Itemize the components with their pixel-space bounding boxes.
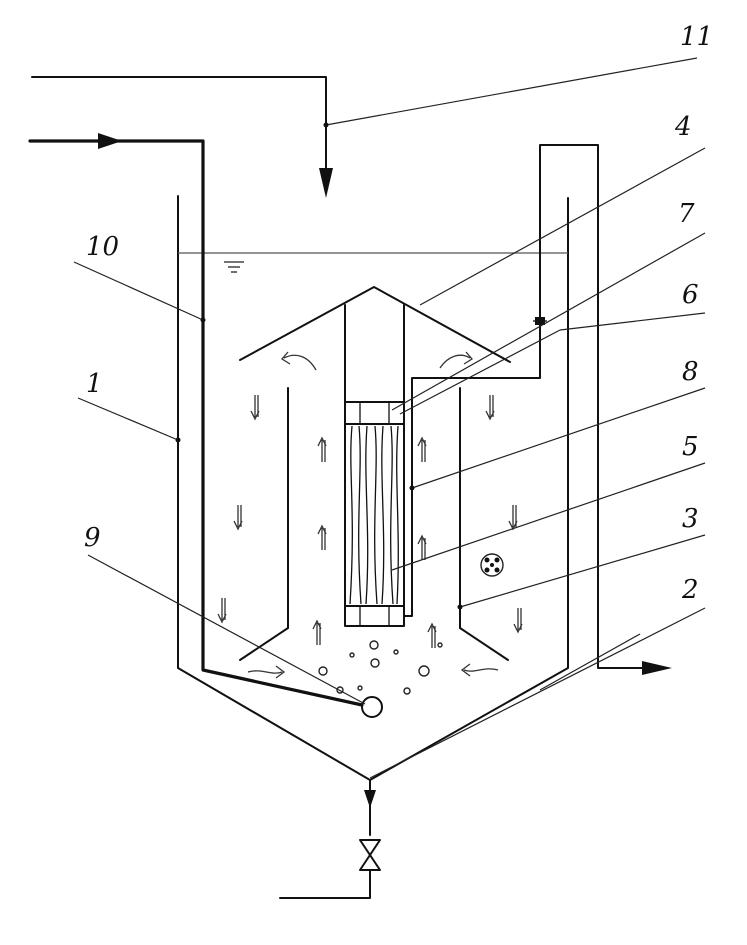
central-riser [344, 304, 405, 619]
flow-arrows [217, 351, 523, 679]
membrane-module [344, 401, 405, 627]
label-7: 7 [678, 199, 695, 229]
label-10: 10 [86, 232, 119, 262]
aeration-pipe [28, 133, 364, 707]
label-6: 6 [682, 280, 699, 310]
water-surface [178, 252, 568, 273]
effluent-pipe [403, 144, 672, 675]
flow-meter [533, 317, 547, 325]
label-3: 3 [682, 504, 699, 534]
label-2: 2 [681, 575, 699, 605]
leader-lines [73, 57, 706, 779]
drain [279, 779, 381, 899]
aerator [361, 696, 383, 718]
label-1: 1 [86, 369, 103, 399]
outer-tank [177, 195, 569, 781]
part-labels: 11 4 7 6 8 5 3 2 10 1 9 [84, 22, 713, 605]
feed-pipe [31, 76, 333, 198]
hood [239, 286, 511, 363]
label-4: 4 [674, 112, 692, 142]
draft-tube [239, 387, 509, 661]
label-8: 8 [682, 357, 699, 387]
sludge-floc-icon [480, 553, 504, 577]
air-bubbles [318, 640, 443, 695]
label-5: 5 [682, 432, 699, 462]
label-11: 11 [680, 22, 713, 52]
label-9: 9 [84, 523, 101, 553]
